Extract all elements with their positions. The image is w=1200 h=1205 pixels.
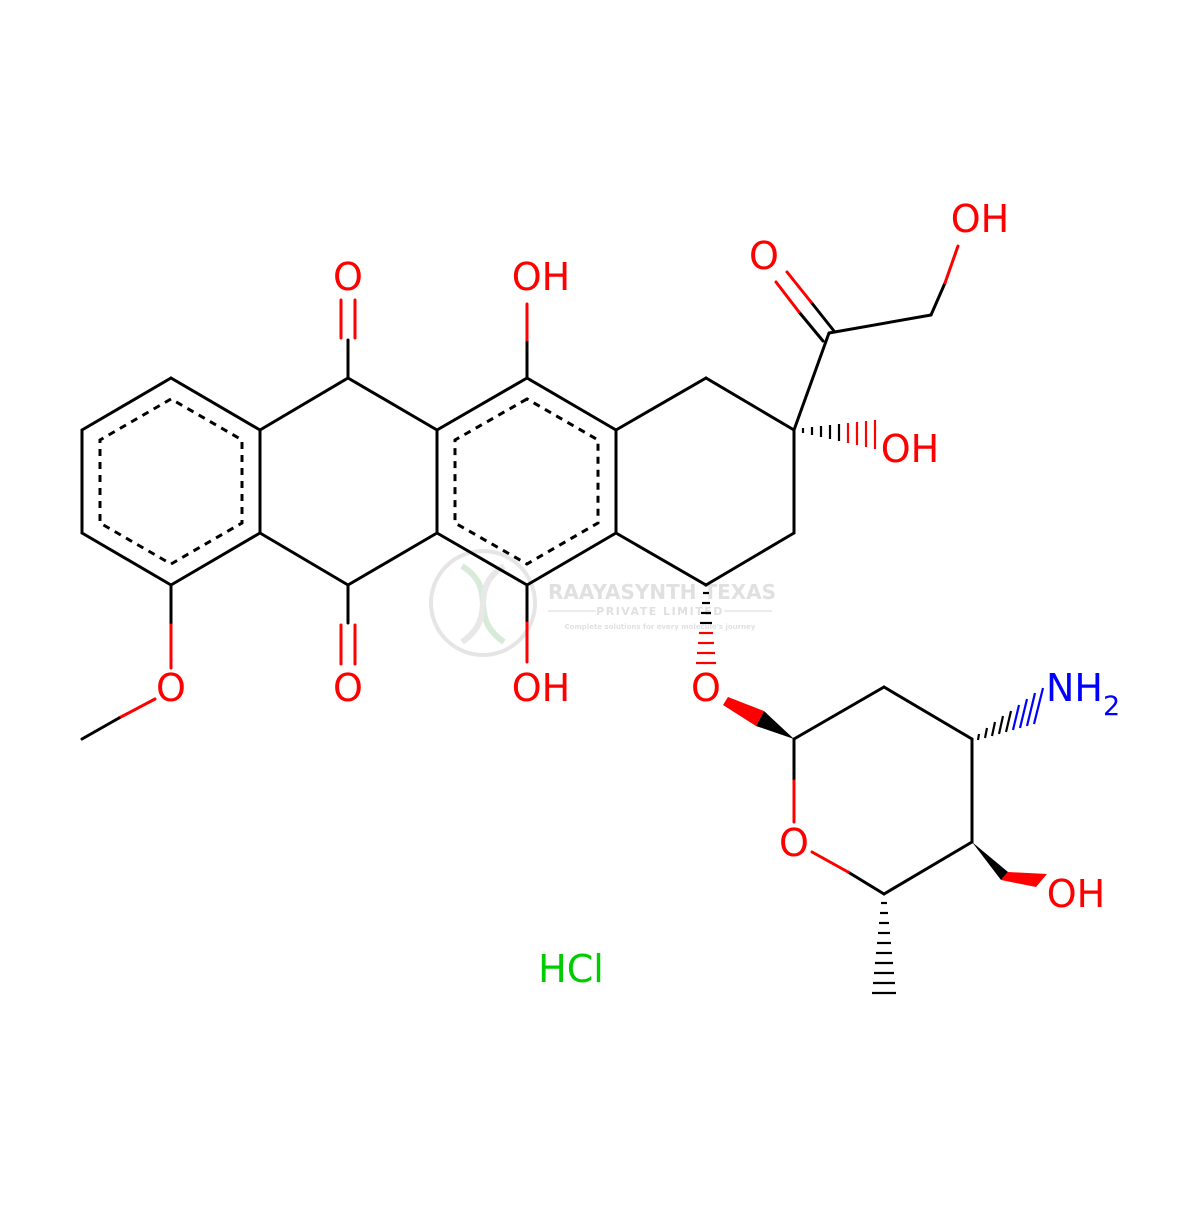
bond [827, 313, 933, 335]
aromatic-rings [98, 397, 600, 566]
stereo-bonds [696, 420, 1047, 995]
atom-label-o-quinone-bottom: O [333, 666, 363, 710]
bond [809, 300, 836, 333]
bond [80, 531, 173, 587]
bond [525, 531, 618, 587]
watermark-title: RAAYASYNTH TEXAS [548, 580, 776, 604]
salt-label-hcl: HCl [538, 947, 604, 991]
bond [435, 531, 529, 587]
atom-label-o-ring: O [779, 821, 809, 865]
bond [785, 270, 813, 304]
atom-label-o-quinone-top: O [333, 255, 363, 299]
bond [882, 685, 974, 741]
bond [258, 531, 350, 587]
bond [80, 716, 121, 741]
bond [614, 531, 708, 587]
bond [774, 280, 801, 314]
bond [846, 870, 886, 896]
aromatic-ring-a [98, 397, 244, 566]
atom-label-oh-sugar: OH [1047, 872, 1105, 916]
atom-labels: O OH O OH OH O O OH O NH2 O OH HCl [156, 197, 1120, 991]
bond [346, 376, 439, 432]
bond [792, 685, 886, 741]
aromatic-ring-c [453, 397, 600, 566]
bond [258, 376, 350, 432]
bond [117, 697, 157, 720]
watermark-subtitle: PRIVATE LIMITED [596, 605, 724, 618]
watermark: RAAYASYNTH TEXAS PRIVATE LIMITED Complet… [429, 549, 776, 657]
hashed-wedge-c7-o [700, 591, 712, 625]
bond [435, 376, 529, 432]
bond [704, 376, 796, 432]
hashed-wedge-c3-nh2 [976, 710, 1013, 741]
bond [80, 376, 173, 432]
watermark-tagline: Complete solutions for every molecule's … [565, 623, 756, 631]
bonds [80, 244, 974, 896]
bond [943, 244, 960, 285]
watermark-logo-icon [429, 549, 537, 657]
atom-label-oh-c6: OH [512, 666, 570, 710]
bond [810, 850, 850, 874]
atom-label-o-glycosidic: O [691, 666, 721, 710]
bond [704, 531, 796, 587]
bond [929, 281, 947, 317]
bond [169, 531, 262, 587]
solid-wedge-c4-oh [972, 842, 1008, 880]
atom-label-o-ketone: O [749, 234, 779, 278]
atom-label-oh-c9: OH [881, 427, 939, 471]
atom-label-oh-c11: OH [512, 255, 570, 299]
solid-wedge-anomeric [756, 711, 794, 739]
atom-label-nh2: NH2 [1046, 666, 1120, 722]
bond [882, 840, 974, 896]
bond [525, 376, 618, 432]
bond [792, 331, 831, 432]
bond [614, 376, 708, 432]
hashed-wedge-c9-oh [801, 424, 841, 441]
bond [169, 376, 262, 432]
hashed-wedge-c5-methyl [872, 901, 896, 995]
atom-label-o-methoxy: O [156, 666, 186, 710]
bond [346, 531, 439, 587]
bond [797, 310, 825, 343]
atom-label-oh-terminal: OH [951, 197, 1009, 241]
